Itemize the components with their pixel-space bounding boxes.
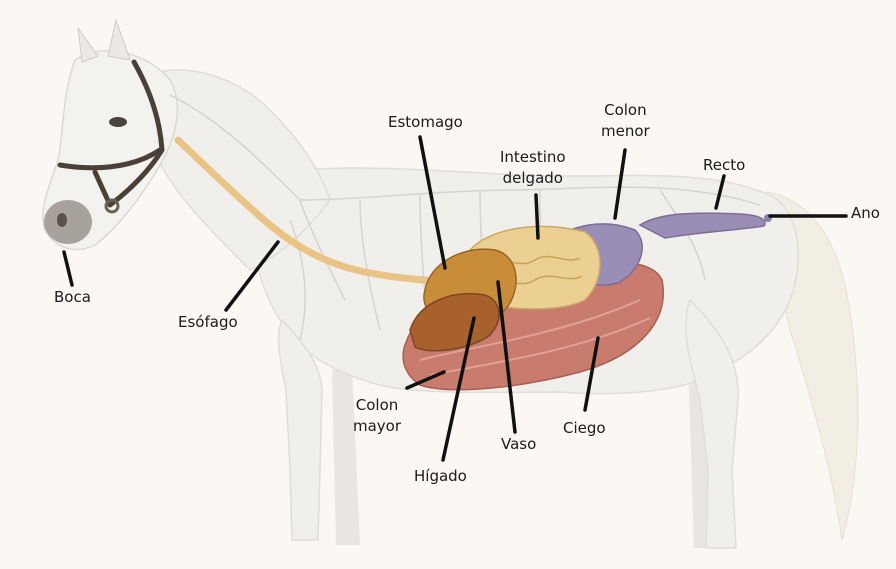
nostril [57, 213, 67, 227]
eye [109, 117, 127, 127]
label-colon-menor: Colon menor [601, 100, 650, 142]
label-intestino-delgado: Intestino delgado [500, 147, 566, 189]
label-estomago: Estomago [388, 112, 463, 133]
label-ano: Ano [851, 203, 880, 224]
label-ciego: Ciego [563, 418, 606, 439]
label-colon-mayor: Colon mayor [353, 395, 401, 437]
label-vaso: Vaso [501, 434, 536, 455]
muzzle-shade [44, 200, 92, 244]
label-recto: Recto [703, 155, 745, 176]
label-esofago: Esófago [178, 312, 238, 333]
label-higado: Hígado [414, 466, 467, 487]
label-boca: Boca [54, 287, 91, 308]
leader-intestino [536, 195, 538, 238]
